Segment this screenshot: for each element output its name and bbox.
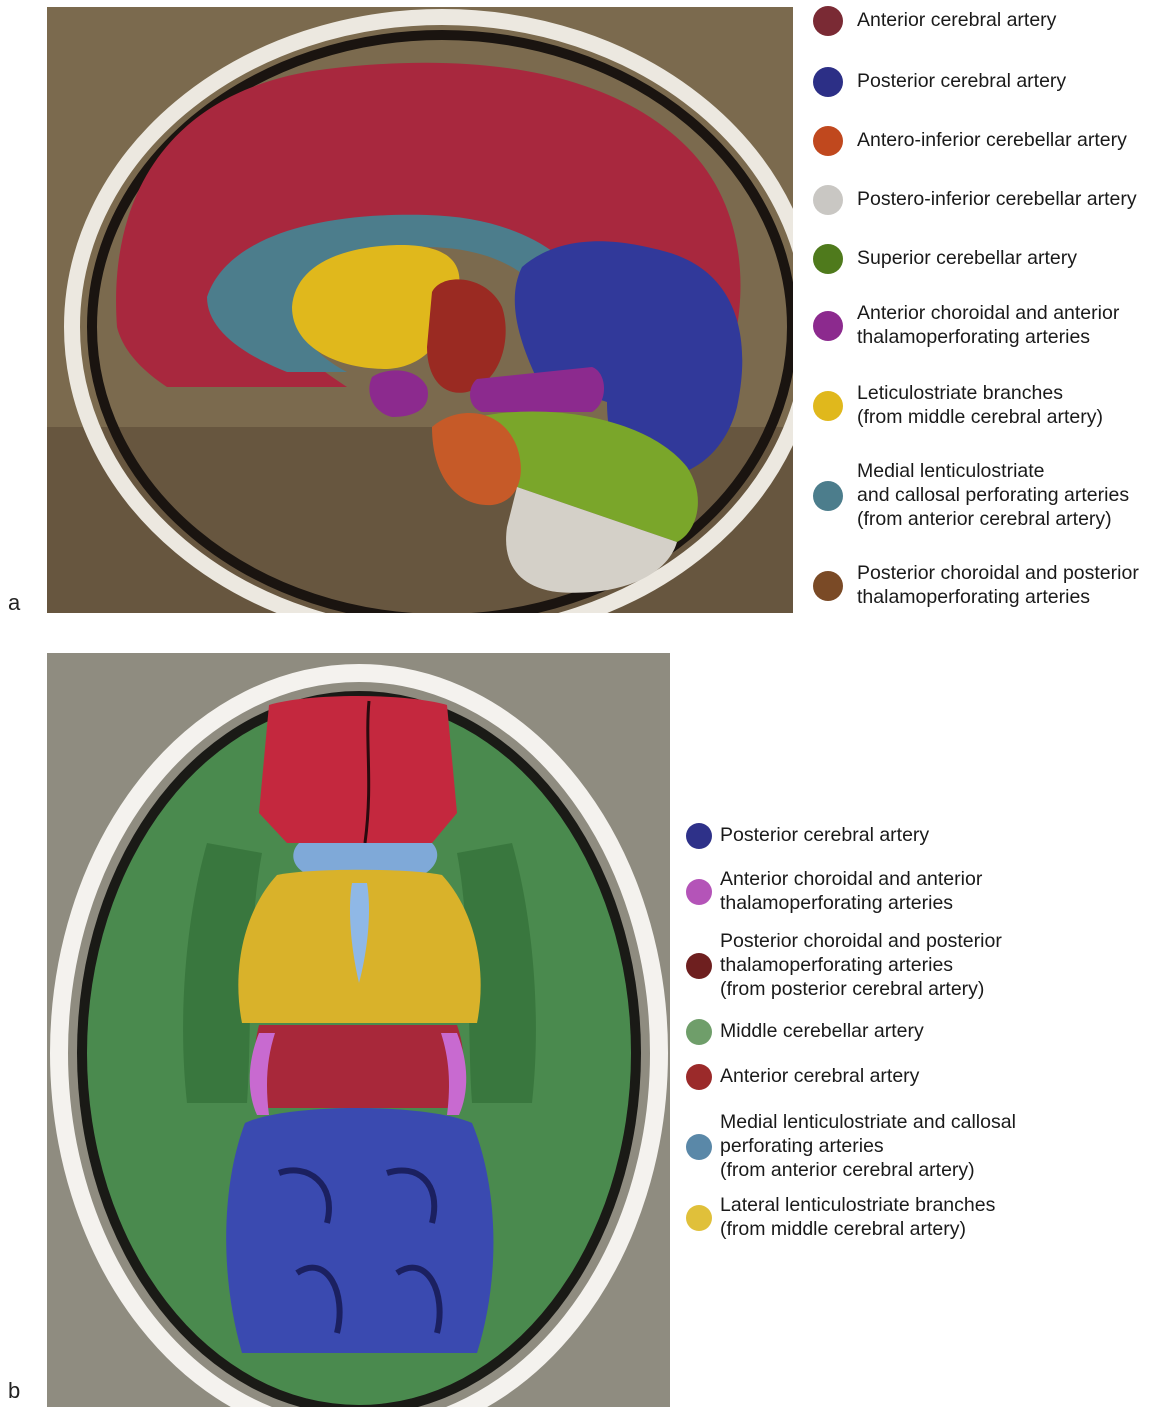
legend-swatch — [813, 481, 843, 511]
legend-label: Posterior cerebral artery — [857, 70, 1066, 94]
legend-swatch — [686, 1134, 712, 1160]
legend-item: Postero-inferior cerebellar artery — [813, 185, 1137, 215]
axial-mri-image — [47, 653, 670, 1407]
legend-swatch — [686, 953, 712, 979]
legend-item: Superior cerebellar artery — [813, 244, 1077, 274]
legend-swatch — [686, 1064, 712, 1090]
legend-label: Lateral lenticulostriate branches (from … — [720, 1194, 995, 1242]
legend-label: Posterior choroidal and posterior thalam… — [720, 930, 1002, 1001]
legend-item: Middle cerebellar artery — [686, 1019, 924, 1045]
legend-label: Posterior choroidal and posterior thalam… — [857, 562, 1139, 610]
legend-swatch — [813, 391, 843, 421]
legend-item: Posterior cerebral artery — [686, 823, 929, 849]
legend-item: Posterior choroidal and posterior thalam… — [813, 562, 1139, 610]
legend-label: Anterior cerebral artery — [720, 1065, 919, 1089]
legend-panel-b: Posterior cerebral artery Anterior choro… — [686, 810, 1175, 1250]
legend-item: Medial lenticulostriate and callosal per… — [686, 1111, 1016, 1182]
legend-swatch — [813, 6, 843, 36]
legend-label: Middle cerebellar artery — [720, 1020, 924, 1044]
legend-label: Anterior choroidal and anterior thalamop… — [720, 868, 982, 916]
legend-item: Anterior cerebral artery — [813, 6, 1056, 36]
legend-swatch — [686, 879, 712, 905]
sagittal-mri-image — [47, 7, 793, 613]
legend-item: Lateral lenticulostriate branches (from … — [686, 1194, 995, 1242]
legend-swatch — [813, 244, 843, 274]
legend-item: Anterior cerebral artery — [686, 1064, 919, 1090]
legend-label: Leticulostriate branches (from middle ce… — [857, 382, 1103, 430]
legend-label: Anterior choroidal and anterior thalamop… — [857, 302, 1119, 350]
legend-swatch — [813, 126, 843, 156]
legend-item: Antero-inferior cerebellar artery — [813, 126, 1127, 156]
legend-swatch — [813, 571, 843, 601]
legend-item: Leticulostriate branches (from middle ce… — [813, 382, 1103, 430]
legend-label: Posterior cerebral artery — [720, 824, 929, 848]
legend-swatch — [686, 823, 712, 849]
legend-swatch — [686, 1019, 712, 1045]
legend-label: Anterior cerebral artery — [857, 9, 1056, 33]
panel-a-letter: a — [8, 590, 20, 616]
legend-label: Antero-inferior cerebellar artery — [857, 129, 1127, 153]
legend-swatch — [813, 67, 843, 97]
legend-swatch — [813, 185, 843, 215]
legend-item: Medial lenticulostriate and callosal per… — [813, 460, 1129, 531]
legend-item: Posterior cerebral artery — [813, 67, 1066, 97]
panel-b-letter: b — [8, 1378, 20, 1404]
legend-panel-a: Anterior cerebral artery Posterior cereb… — [813, 0, 1175, 620]
legend-item: Posterior choroidal and posterior thalam… — [686, 930, 1002, 1001]
legend-item: Anterior choroidal and anterior thalamop… — [686, 868, 982, 916]
legend-label: Medial lenticulostriate and callosal per… — [720, 1111, 1016, 1182]
legend-label: Postero-inferior cerebellar artery — [857, 188, 1137, 212]
legend-item: Anterior choroidal and anterior thalamop… — [813, 302, 1119, 350]
legend-label: Superior cerebellar artery — [857, 247, 1077, 271]
legend-swatch — [686, 1205, 712, 1231]
legend-label: Medial lenticulostriate and callosal per… — [857, 460, 1129, 531]
legend-swatch — [813, 311, 843, 341]
